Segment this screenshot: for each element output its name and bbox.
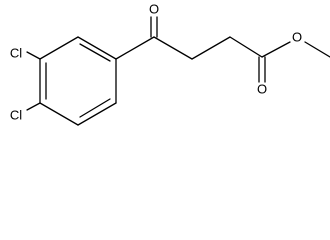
ring-bond-6 bbox=[39, 36, 79, 60]
benzene-ring bbox=[39, 36, 117, 126]
ester-single-bond bbox=[261, 41, 291, 58]
ketone-oxygen-label: O bbox=[149, 1, 159, 16]
cl-lower-bond bbox=[26, 102, 41, 111]
chain-bond-1 bbox=[153, 36, 193, 60]
chlorine-label-upper: Cl bbox=[10, 45, 22, 60]
chemical-structure-figure: Cl Cl O O O bbox=[10, 1, 330, 126]
cl-upper-bond bbox=[26, 51, 41, 60]
side-chain bbox=[115, 16, 330, 83]
ring-inner-double-1 bbox=[79, 43, 111, 62]
ring-bond-4 bbox=[39, 102, 79, 126]
ester-ether-oxygen-label: O bbox=[292, 29, 302, 44]
chain-bond-3 bbox=[229, 36, 263, 58]
aryl-carbonyl-bond bbox=[115, 36, 155, 60]
ester-carbonyl-oxygen-label: O bbox=[257, 81, 267, 96]
ring-inner-double-2 bbox=[79, 98, 111, 118]
ring-bond-1 bbox=[77, 36, 117, 60]
chain-bond-2 bbox=[191, 36, 231, 60]
chlorine-label-lower: Cl bbox=[10, 107, 22, 122]
structure-drawing: Cl Cl O O O bbox=[10, 1, 330, 126]
methoxy-bond bbox=[304, 41, 330, 58]
ring-bond-3 bbox=[77, 102, 117, 126]
